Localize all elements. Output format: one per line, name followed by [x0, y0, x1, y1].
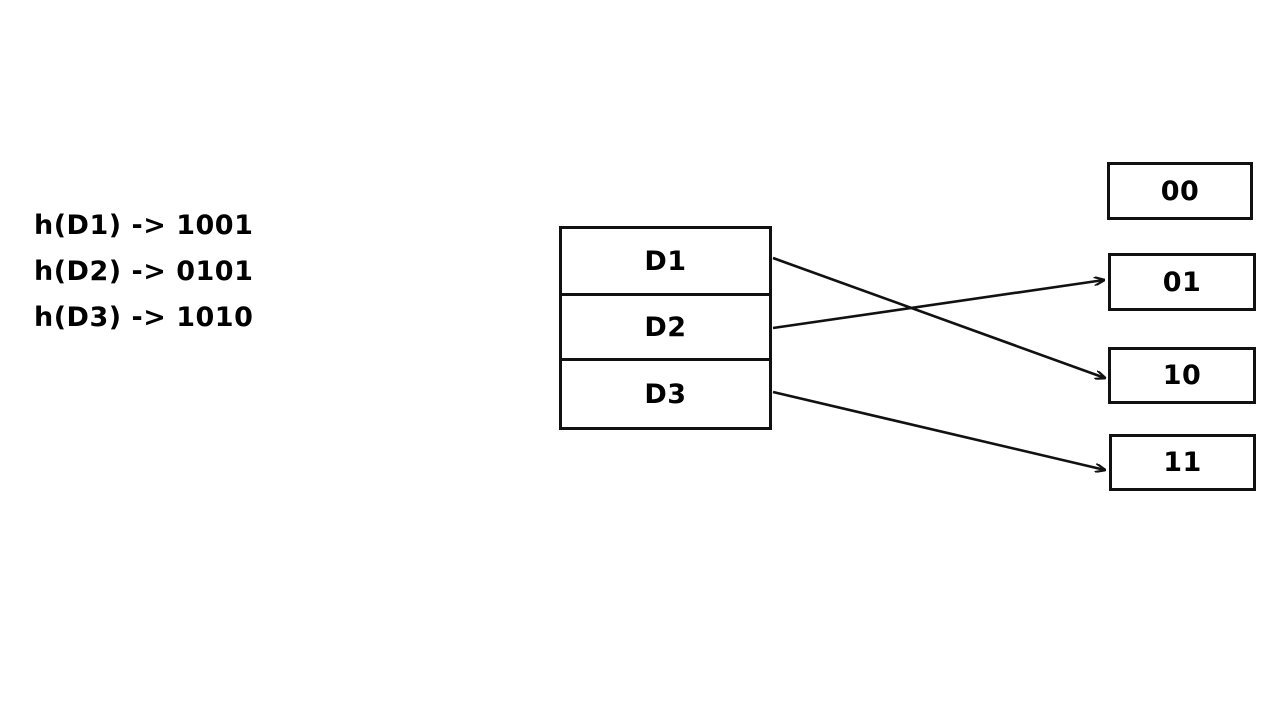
table-row: D2 — [562, 296, 769, 361]
data-row-label-d3: D3 — [644, 378, 687, 410]
table-row: D1 — [562, 229, 769, 296]
bucket-box-10: 10 — [1108, 347, 1256, 404]
data-row-label-d1: D1 — [644, 245, 687, 277]
hash-legend-line-1: h(D1) -> 1001 — [34, 210, 254, 241]
table-row: D3 — [562, 361, 769, 427]
bucket-box-00: 00 — [1107, 162, 1253, 220]
bucket-label-10: 10 — [1162, 360, 1202, 391]
data-row-label-d2: D2 — [644, 311, 687, 343]
hash-legend-line-2: h(D2) -> 0101 — [34, 256, 254, 287]
edge-d3-to-11 — [772, 390, 1105, 470]
bucket-label-00: 00 — [1160, 175, 1200, 207]
hash-legend: h(D1) -> 1001 h(D2) -> 0101 h(D3) -> 101… — [34, 203, 364, 341]
bucket-label-11: 11 — [1163, 447, 1202, 478]
bucket-box-01: 01 — [1108, 253, 1256, 311]
bucket-label-01: 01 — [1162, 266, 1202, 298]
bucket-box-11: 11 — [1109, 434, 1256, 491]
hash-legend-line-3: h(D3) -> 1010 — [34, 302, 254, 333]
edge-d1-to-10 — [772, 256, 1105, 378]
edge-d2-to-01 — [772, 280, 1104, 330]
data-table: D1 D2 D3 — [559, 226, 772, 430]
